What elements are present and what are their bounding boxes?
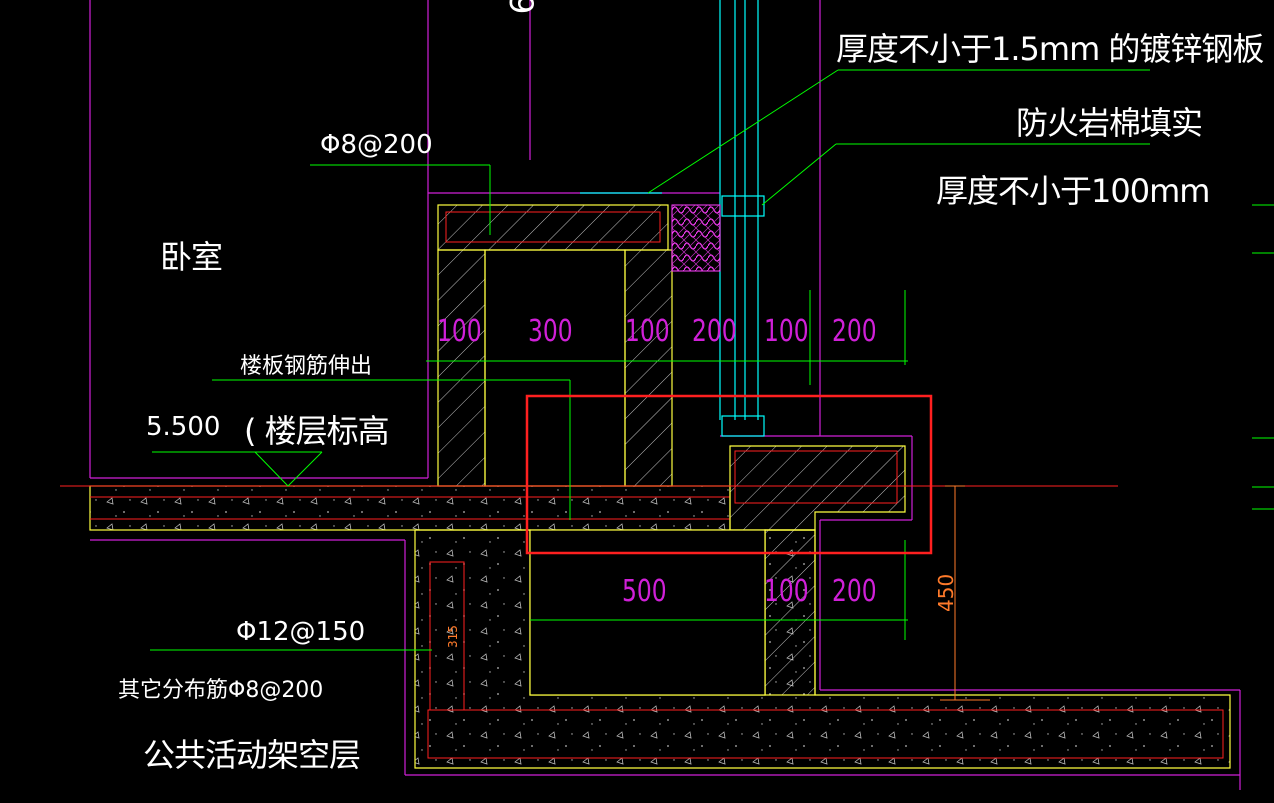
rock-wool-note: 防火岩棉填实 — [1016, 104, 1203, 142]
dim-upper-6: 200 — [832, 314, 877, 349]
dimension-450-line — [940, 485, 990, 701]
top-clipped-text: 9 — [502, 0, 540, 14]
dim-lower-2: 100 — [764, 574, 809, 609]
dim-upper-5: 100 — [764, 314, 809, 349]
dim-upper-2: 300 — [528, 314, 573, 349]
dim-lower-3: 200 — [832, 574, 877, 609]
dim-upper-1: 100 — [437, 314, 482, 349]
thickness-note: 厚度不小于100mm — [936, 172, 1210, 210]
lower-structure — [414, 529, 1231, 769]
room-bedroom-label: 卧室 — [160, 238, 223, 276]
slab-rebar-note: 楼板钢筋伸出 — [240, 354, 373, 379]
leader-lines — [150, 69, 1274, 651]
elevation-value: 5.500 — [146, 412, 221, 442]
dim-upper-4: 200 — [692, 314, 737, 349]
dim-vertical-315: 315 — [446, 625, 460, 648]
room-public-label: 公共活动架空层 — [143, 736, 361, 774]
rebar-main-note: Φ12@150 — [236, 617, 366, 647]
dim-vertical-450: 450 — [934, 573, 958, 612]
steel-plate-note: 厚度不小于1.5mm 的镀锌钢板 — [836, 30, 1264, 68]
highlight-box — [525, 394, 933, 555]
dim-upper-3: 100 — [625, 314, 670, 349]
rebar-top-note: Φ8@200 — [320, 130, 433, 160]
upper-structure — [437, 204, 721, 487]
floor-slab — [89, 445, 906, 531]
rebar-other-note: 其它分布筋Φ8@200 — [118, 678, 324, 703]
dim-lower-1: 500 — [622, 574, 667, 609]
elevation-label: ( 楼层标高 — [244, 412, 390, 450]
